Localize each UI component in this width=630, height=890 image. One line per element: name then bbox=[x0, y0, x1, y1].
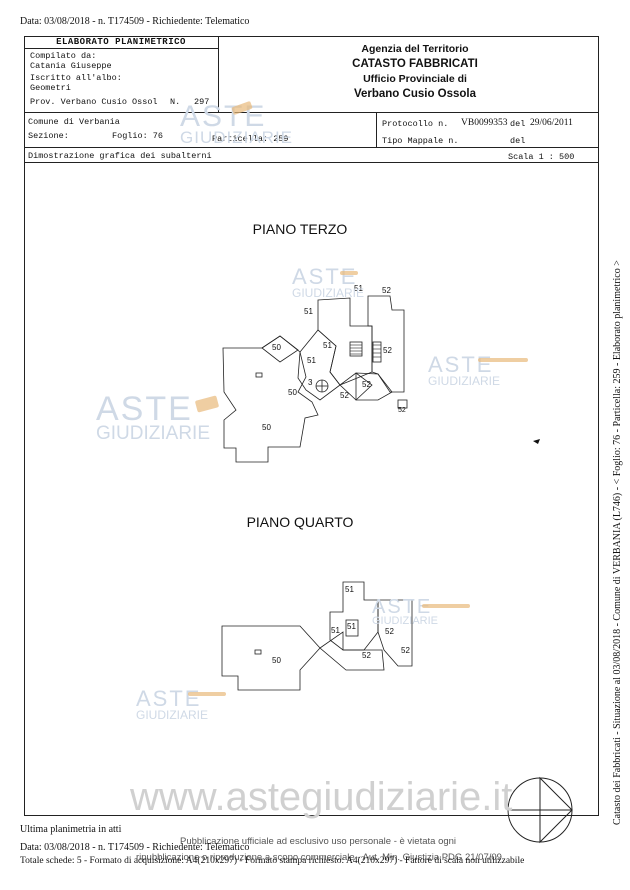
piano-terzo-plan bbox=[222, 295, 408, 463]
label-52-e: 52 bbox=[398, 407, 406, 414]
scala-label: Scala 1 : 500 bbox=[508, 152, 575, 162]
piano-terzo-title: PIANO TERZO bbox=[252, 221, 348, 237]
small-mark bbox=[533, 439, 540, 444]
ufficio-label: Ufficio Provinciale di bbox=[363, 73, 467, 85]
q-label-52-c: 52 bbox=[362, 651, 371, 660]
q-sub-52-south bbox=[319, 631, 385, 671]
dimostrazione-label: Dimostrazione grafica dei subalterni bbox=[28, 151, 212, 161]
label-3: 3 bbox=[308, 378, 313, 387]
website-watermark: www.astegiudiziarie.it bbox=[130, 775, 513, 819]
totale-schede: Totale schede: 5 - Formato di acquisizio… bbox=[20, 856, 525, 866]
del-label: del bbox=[510, 119, 526, 129]
gavel-icon bbox=[422, 604, 470, 608]
del-value: 29/06/2011 bbox=[530, 118, 573, 128]
del2-label: del bbox=[510, 136, 526, 146]
piano-quarto-plan bbox=[221, 581, 413, 691]
watermark-aste-4: ASTE GIUDIZIARIE bbox=[96, 390, 211, 444]
label-51-a: 51 bbox=[354, 284, 363, 293]
piano-quarto-title: PIANO QUARTO bbox=[246, 514, 354, 530]
catasto-title: CATASTO FABBRICATI bbox=[352, 58, 478, 70]
prov-label: Prov. Verbano Cusio Ossol bbox=[30, 97, 158, 107]
label-52-d: 52 bbox=[340, 391, 349, 400]
q-sub-50 bbox=[221, 625, 321, 691]
label-50-b: 50 bbox=[288, 388, 297, 397]
agency-block: Agenzia del Territorio CATASTO FABBRICAT… bbox=[240, 42, 590, 102]
province-name: Verbano Cusio Ossola bbox=[353, 88, 477, 100]
sub-52-diamond bbox=[339, 372, 373, 401]
protocollo-label: Protocollo n. bbox=[382, 119, 449, 129]
gavel-icon bbox=[231, 101, 253, 115]
q-small-window bbox=[254, 649, 262, 655]
label-51-c: 51 bbox=[323, 341, 332, 350]
q-label-52-a: 52 bbox=[385, 627, 394, 636]
bottom-data-line: Data: 03/08/2018 - n. T174509 - Richiede… bbox=[20, 842, 250, 853]
stair-51 bbox=[349, 341, 363, 357]
label-51-b: 51 bbox=[304, 307, 313, 316]
elaborato-title: ELABORATO PLANIMETRICO bbox=[24, 36, 218, 49]
sub-52-small bbox=[397, 399, 408, 409]
watermark-aste-2: ASTE GIUDIZIARIE bbox=[292, 264, 365, 300]
side-catasto-text: Catasto dei Fabbricati - Situazione al 0… bbox=[612, 260, 623, 825]
q-sub-52-east bbox=[377, 599, 413, 667]
sub-50-diamond bbox=[261, 335, 299, 363]
n-label: N. bbox=[170, 97, 181, 107]
q-label-51-b: 51 bbox=[331, 626, 340, 635]
q-stair-51 bbox=[345, 619, 359, 637]
notice-line-2: ripubblicazione o riproduzione a scopo c… bbox=[136, 852, 502, 863]
n-value: 297 bbox=[194, 97, 210, 107]
iscritto-value: Geometri bbox=[30, 83, 71, 93]
q-label-51-c: 51 bbox=[347, 622, 356, 631]
gavel-icon bbox=[188, 692, 226, 696]
watermark-aste-5: ASTE GIUDIZIARIE bbox=[372, 596, 439, 627]
top-header: Data: 03/08/2018 - n. T174509 - Richiede… bbox=[20, 16, 250, 27]
stair-52 bbox=[372, 341, 382, 363]
watermark-aste-6: ASTE GIUDIZIARIE bbox=[136, 686, 209, 722]
comune-label: Comune di Verbania bbox=[28, 117, 120, 127]
label-51-d: 51 bbox=[307, 356, 316, 365]
particella-label: Particella: 259 bbox=[212, 134, 289, 144]
compilato-label: Compilato da: bbox=[30, 51, 97, 61]
q-label-52-b: 52 bbox=[401, 646, 410, 655]
sezione-label: Sezione: bbox=[28, 131, 69, 141]
rule-1 bbox=[24, 112, 599, 113]
ultima-planimetria: Ultima planimetria in atti bbox=[20, 824, 122, 835]
label-50-c: 50 bbox=[262, 423, 271, 432]
gavel-icon bbox=[195, 395, 219, 413]
q-label-50: 50 bbox=[272, 656, 281, 665]
sub-52-east bbox=[367, 295, 405, 393]
document-frame bbox=[24, 36, 599, 816]
label-50-a: 50 bbox=[272, 343, 281, 352]
stair-hatching bbox=[350, 344, 381, 358]
foglio-label: Foglio: 76 bbox=[112, 131, 164, 141]
gavel-icon bbox=[478, 358, 528, 362]
label-52-b: 52 bbox=[383, 346, 392, 355]
watermark-aste-3: ASTE GIUDIZIARIE bbox=[428, 352, 501, 388]
agency-name: Agenzia del Territorio bbox=[361, 43, 469, 55]
q-label-51-a: 51 bbox=[345, 585, 354, 594]
rule-3 bbox=[24, 162, 599, 163]
label-52-c: 52 bbox=[362, 380, 371, 389]
notice-line-1: Pubblicazione ufficiale ad esclusivo uso… bbox=[180, 836, 457, 847]
iscritto-label: Iscritto all'albo: bbox=[30, 73, 122, 83]
protocollo-value: VB0099353 bbox=[461, 118, 508, 128]
label-52-a: 52 bbox=[382, 286, 391, 295]
tipo-mappale-label: Tipo Mappale n. bbox=[382, 136, 459, 146]
gavel-icon bbox=[340, 271, 358, 275]
small-window bbox=[255, 372, 263, 378]
sub-52-south bbox=[355, 372, 393, 401]
compilato-value: Catania Giuseppe bbox=[30, 61, 112, 71]
rule-vert bbox=[376, 112, 377, 147]
rule-2 bbox=[24, 147, 599, 148]
north-arrow-icon bbox=[507, 776, 573, 844]
header-left-box: ELABORATO PLANIMETRICO Compilato da: Cat… bbox=[24, 36, 219, 112]
